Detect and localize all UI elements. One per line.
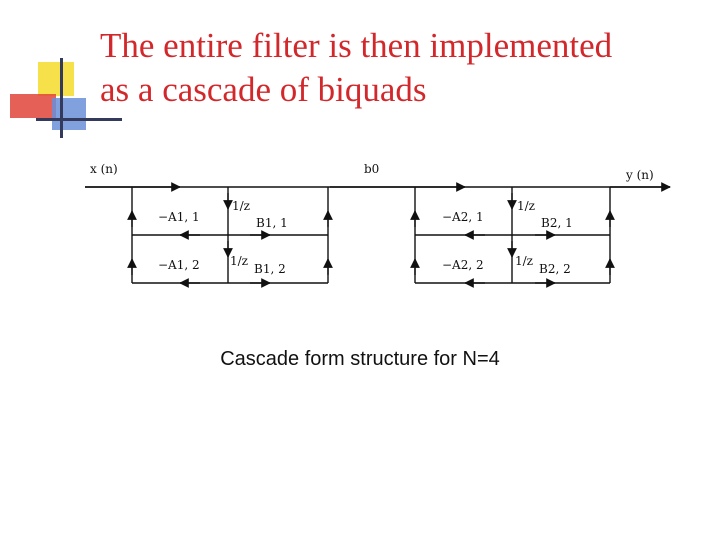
decorative-vertical-line	[60, 58, 63, 138]
stage2-delay2-label: 1/z	[515, 254, 533, 268]
slide-title-line-2: as a cascade of biquads	[100, 70, 427, 109]
decorative-blue-square	[52, 98, 86, 130]
biquad-stage-2	[410, 187, 615, 288]
decorative-red-square	[10, 94, 56, 118]
gain-label: b0	[364, 162, 379, 176]
stage1-delay2-label: 1/z	[230, 254, 248, 268]
stage1-a1-label: −A1, 1	[158, 210, 200, 224]
stage1-b1-label: B1, 1	[256, 216, 288, 230]
stage2-b2-label: B2, 2	[539, 262, 571, 276]
stage1-a2-label: −A1, 2	[158, 258, 200, 272]
stage2-a2-label: −A2, 2	[442, 258, 484, 272]
stage2-b1-label: B2, 1	[541, 216, 573, 230]
slide-title-line-1: The entire filter is then implemented	[100, 26, 613, 65]
stage2-a1-label: −A2, 1	[442, 210, 484, 224]
decorative-horizontal-line	[36, 118, 122, 121]
output-label: y (n)	[625, 168, 654, 182]
diagram-caption: Cascade form structure for N=4	[220, 348, 500, 370]
biquad-stage-1	[127, 187, 333, 288]
slide-title: The entire filter is then implemented as…	[100, 24, 700, 112]
stage1-b2-label: B1, 2	[254, 262, 286, 276]
cascade-biquad-diagram: x (n) b0 y (n) −A1, 1 −A1, 2 1/z 1/z B1,…	[85, 162, 671, 288]
stage2-delay1-label: 1/z	[517, 199, 535, 213]
input-label: x (n)	[90, 162, 118, 176]
stage1-delay1-label: 1/z	[232, 199, 250, 213]
decorative-yellow-square	[38, 62, 74, 96]
